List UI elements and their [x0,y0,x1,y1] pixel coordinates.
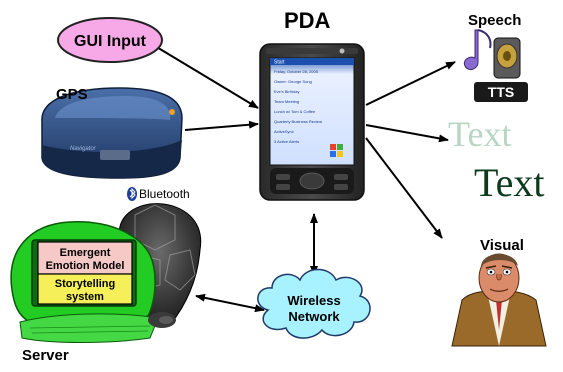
speech-tts-icon: TTS [463,29,528,102]
arrow-server-wireless [195,293,265,313]
server-label: Server [22,347,69,364]
arrow-pda-to-text [365,124,449,143]
storytelling-line-1: Storytelling [55,278,116,290]
arrow-pda-to-speech [365,61,456,106]
pda-screen-item-1: Owner: George Song [274,79,312,84]
emotion-model-line-1: Emergent [60,247,111,259]
pda-screen-item-2: Eve's Birthday [274,89,299,94]
pda-screen-item-5: Quarterly Business Review [274,119,322,124]
wireless-network-cloud: Wireless Network [257,268,371,339]
bluetooth-logo [127,187,137,201]
arrow-gui-to-pda [149,42,259,109]
svg-text:Navigator: Navigator [70,146,97,152]
text-light-label: Text [448,114,511,154]
gps-led [169,109,175,115]
pda-dpad [299,172,325,190]
pda-screen-item-3: Team Meeting [274,99,299,104]
visual-label: Visual [480,237,524,254]
storytelling-line-2: system [66,291,104,303]
wireless-line-2: Network [288,309,340,324]
server-computer: Emergent Emotion Model Storytelling syst… [10,203,202,343]
pda-device: Start Friday, October 28, 2005 Owner: Ge… [259,43,365,201]
pda-screen-item-4: Lunch w/ Tom & Coffee [274,109,316,114]
bluetooth-label: Bluetooth [139,187,190,201]
emotion-model-box: Emergent Emotion Model [37,241,133,275]
hp-logo-icon [339,48,345,54]
tts-label: TTS [488,84,514,100]
text-dark-label: Text [474,160,545,205]
gps-label: GPS [56,86,88,103]
gui-input-node: GUI Input [57,17,163,63]
storytelling-box: Storytelling system [37,273,133,305]
speech-label: Speech [468,12,522,29]
windows-logo-icon [330,144,343,157]
gps-device: Navigator [41,87,183,179]
emotion-model-line-2: Emotion Model [46,260,125,272]
text-icon: Text Text [448,114,545,205]
arrow-gps-to-pda [184,120,259,131]
pda-screen-date: Friday, October 28, 2005 [274,69,319,74]
arrow-pda-to-visual [365,137,443,239]
pda-title: PDA [284,8,331,33]
pda-screen-item-7: 3 Active Alerts [274,139,299,144]
pda-screen-app: Start [274,60,285,66]
gui-input-label: GUI Input [74,33,147,50]
visual-character-image [451,253,547,347]
wireless-line-1: Wireless [287,293,340,308]
pda-screen-item-6: ActiveSync [274,129,294,134]
